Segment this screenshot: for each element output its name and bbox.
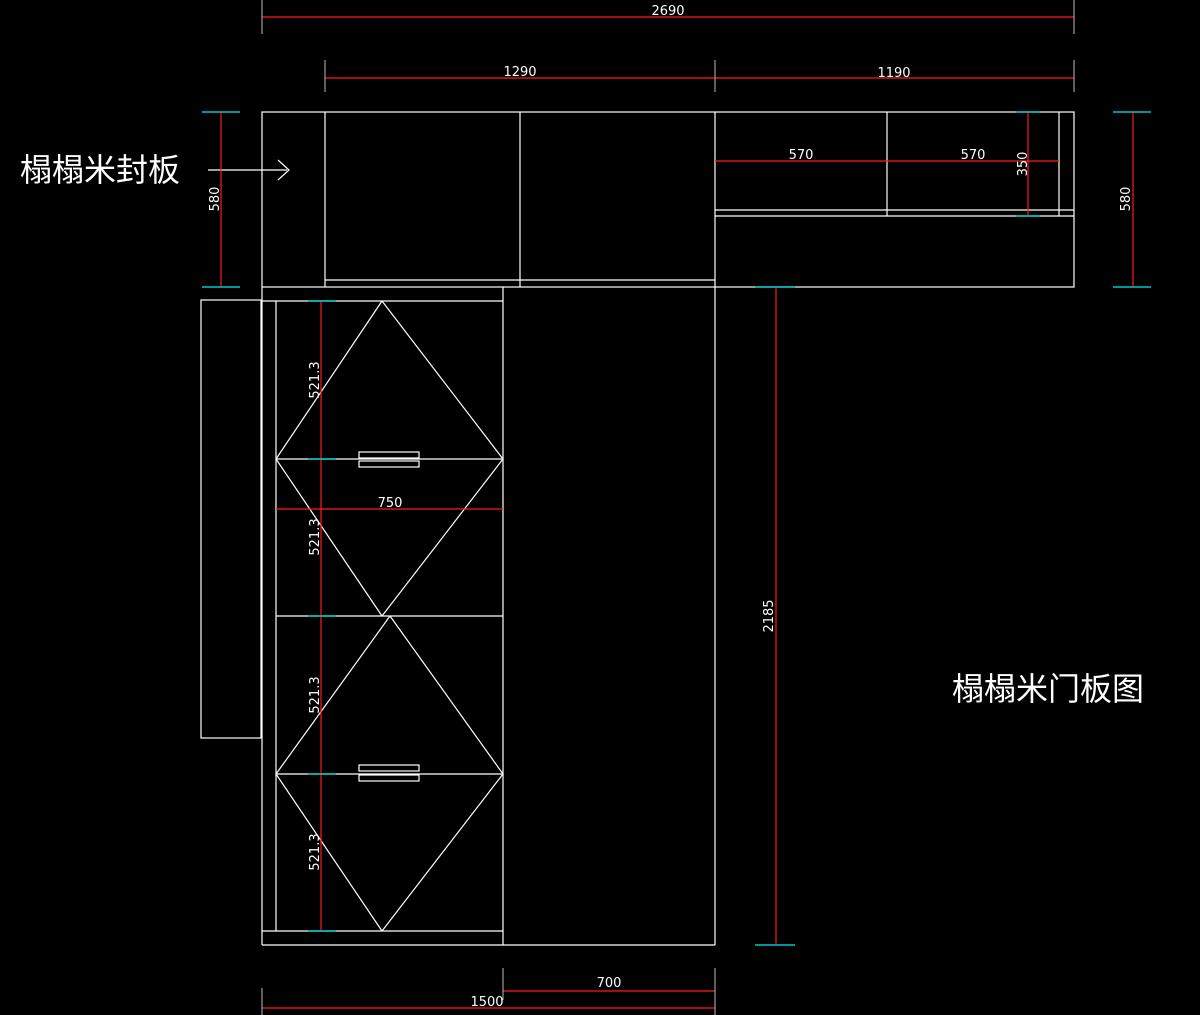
dim-total-width: 2690 [651, 4, 684, 19]
door-open-mark-right-2 [381, 615, 504, 932]
dim-shelf-height: 350 [1016, 152, 1031, 177]
door-open-mark-right-1 [381, 300, 504, 617]
drawing-title: 榻榻米门板图 [952, 670, 1144, 708]
side-panel [200, 299, 262, 739]
dim-bottom-total: 1500 [470, 995, 503, 1010]
handle-lower-1 [358, 764, 420, 772]
handle-upper-2 [358, 460, 420, 468]
handle-upper-1 [358, 451, 420, 459]
dim-bottom-opening: 700 [597, 976, 622, 991]
dim-door-segment-3: 521.3 [308, 676, 323, 713]
dim-top-left-width: 1290 [503, 65, 536, 80]
dim-right-depth: 580 [1119, 187, 1134, 212]
dim-door-segment-2: 521.3 [308, 518, 323, 555]
dim-vertical-depth: 2185 [762, 599, 777, 632]
dim-door-segment-1: 521.3 [308, 361, 323, 398]
door-open-mark-left-2 [275, 615, 391, 932]
dim-top-right-width: 1190 [877, 66, 910, 81]
dimension-lines [220, 16, 1134, 1009]
dim-shelf-left: 570 [789, 148, 814, 163]
cabinet-outline [200, 111, 1075, 946]
dim-left-depth: 580 [208, 187, 223, 212]
cover-panel-label: 榻榻米封板 [20, 151, 180, 189]
door-open-mark-left-1 [275, 300, 383, 617]
extension-lines [261, 0, 1075, 1015]
dim-door-segment-4: 521.3 [308, 833, 323, 870]
dimension-ticks [202, 111, 1151, 946]
top-cabinet-frame [261, 111, 1075, 288]
dim-door-width: 750 [378, 496, 403, 511]
dim-shelf-right: 570 [961, 148, 986, 163]
handle-lower-2 [358, 774, 420, 782]
cover-panel-leader [208, 159, 290, 181]
